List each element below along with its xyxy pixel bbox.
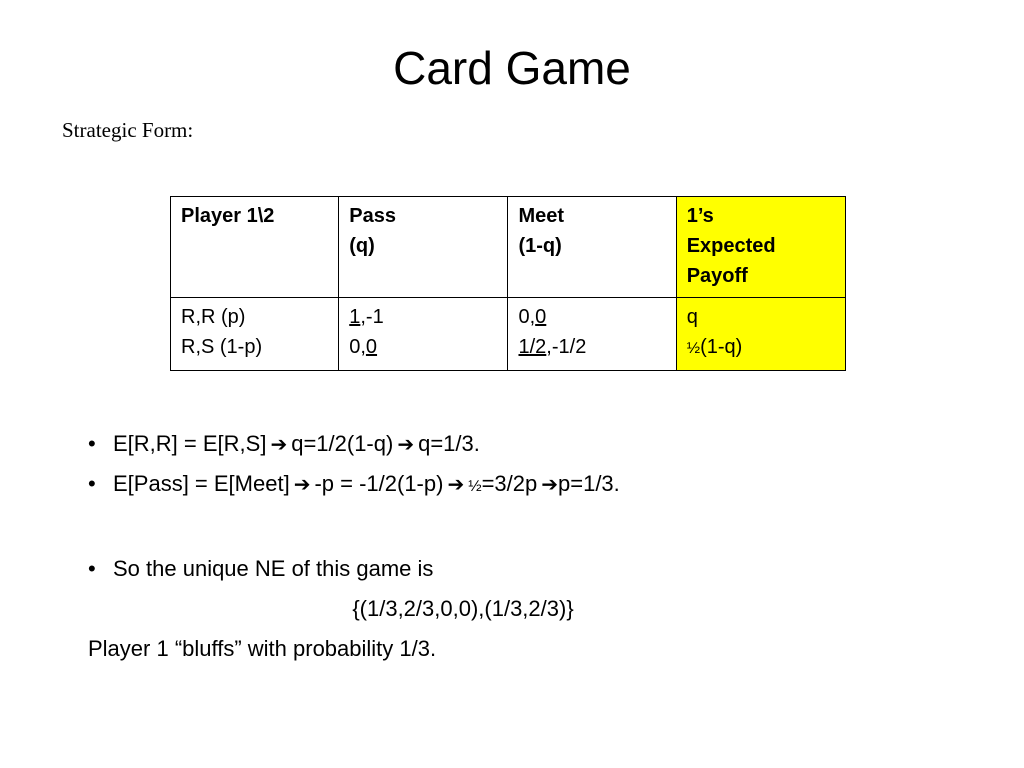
equation-q-result: q=1/3. <box>418 431 480 456</box>
pass-payoff-cell: 1,-1 0,0 <box>338 297 509 371</box>
header-pass-prob: (q) <box>349 235 375 257</box>
list-item: • So the unique NE of this game is <box>88 549 968 589</box>
arrow-right-icon: ➔ <box>293 472 311 496</box>
arrow-right-icon: ➔ <box>397 432 415 456</box>
equation-q-step: q=1/2(1-q) <box>291 431 394 456</box>
meet-payoff-rs: 1/2,-1/2 <box>518 332 665 362</box>
equation-half: ½ <box>468 478 482 495</box>
arrow-right-icon: ➔ <box>447 472 465 496</box>
header-expected-payoff-cell: 1’s Expected Payoff <box>675 196 847 298</box>
expected-payoff-rs: ½(1-q) <box>687 332 835 364</box>
header-meet-label: Meet <box>518 205 565 227</box>
meet-rr-best-response: 0 <box>535 306 547 328</box>
strategic-form-table: Player 1\2 Pass (q) Meet (1-q) 1’s Expec… <box>169 196 847 371</box>
pass-payoff-rs: 0,0 <box>349 332 497 362</box>
list-item: • E[R,R] = E[R,S] ➔ q=1/2(1-q) ➔ q=1/3. <box>88 424 968 464</box>
header-pass-label: Pass <box>349 205 396 227</box>
header-pass-cell: Pass (q) <box>338 196 509 298</box>
expected-payoff-rr: q <box>686 306 698 328</box>
strategy-rs: R,S (1-p) <box>181 336 263 358</box>
equation-rr-rs: E[R,R] = E[R,S] <box>113 431 267 456</box>
derivation-list: • E[R,R] = E[R,S] ➔ q=1/2(1-q) ➔ q=1/3. … <box>88 424 968 669</box>
equation-p-step2: ½=3/2p <box>468 464 537 507</box>
arrow-right-icon: ➔ <box>541 472 558 496</box>
pass-rr-best-response: 1 <box>349 306 361 328</box>
table-row: R,R (p) R,S (1-p) 1,-1 0,0 0,0 1/2,-1/2 … <box>169 297 847 371</box>
list-item: • E[Pass] = E[Meet] ➔ -p = -1/2(1-p) ➔ ½… <box>88 464 968 507</box>
header-player-label: Player 1\2 <box>181 205 275 227</box>
header-meet-prob: (1-q) <box>518 235 562 257</box>
expected-rs-half: ½ <box>686 340 701 357</box>
expected-payoff-cell: q ½(1-q) <box>675 297 847 371</box>
bullet-icon: • <box>88 471 96 496</box>
header-expected-line1: 1’s <box>686 205 714 227</box>
bullet-icon: • <box>88 556 96 581</box>
equation-p-step: -p = -1/2(1-p) <box>314 471 444 496</box>
strategy-cell: R,R (p) R,S (1-p) <box>169 297 340 371</box>
header-expected-line2: Expected <box>686 235 776 257</box>
pass-rs-best-response: 0 <box>365 336 378 358</box>
pass-payoff-rr: 1,-1 <box>349 302 497 332</box>
strategy-rr: R,R (p) <box>181 306 246 328</box>
arrow-right-icon: ➔ <box>270 432 288 456</box>
meet-payoff-cell: 0,0 1/2,-1/2 <box>507 297 677 371</box>
meet-rs-best-response: 1/2 <box>518 336 547 358</box>
ne-profile: {(1/3,2/3,0,0),(1/3,2/3)} <box>352 596 574 621</box>
table-header-row: Player 1\2 Pass (q) Meet (1-q) 1’s Expec… <box>169 196 847 298</box>
meet-rr-first: 0, <box>518 306 536 328</box>
bullet-icon: • <box>88 431 96 456</box>
header-meet-cell: Meet (1-q) <box>507 196 677 298</box>
equation-pass-meet: E[Pass] = E[Meet] <box>113 471 290 496</box>
meet-rs-rest: ,-1/2 <box>546 336 587 358</box>
pass-rs-first: 0, <box>349 336 366 358</box>
ne-statement: So the unique NE of this game is <box>113 556 434 581</box>
slide-subtitle: Strategic Form: <box>62 118 194 142</box>
header-expected-line3: Payoff <box>686 265 748 287</box>
expected-rs-rest: (1-q) <box>700 336 743 358</box>
slide-title: Card Game <box>393 42 631 94</box>
spacer <box>88 507 968 549</box>
bluff-conclusion: Player 1 “bluffs” with probability 1/3. <box>88 636 437 661</box>
equation-three-halves: =3/2p <box>481 471 538 496</box>
meet-payoff-rr: 0,0 <box>518 302 665 332</box>
equation-p-result: p=1/3. <box>558 471 620 496</box>
header-player-cell: Player 1\2 <box>169 196 340 298</box>
pass-rr-rest: ,-1 <box>360 306 384 328</box>
